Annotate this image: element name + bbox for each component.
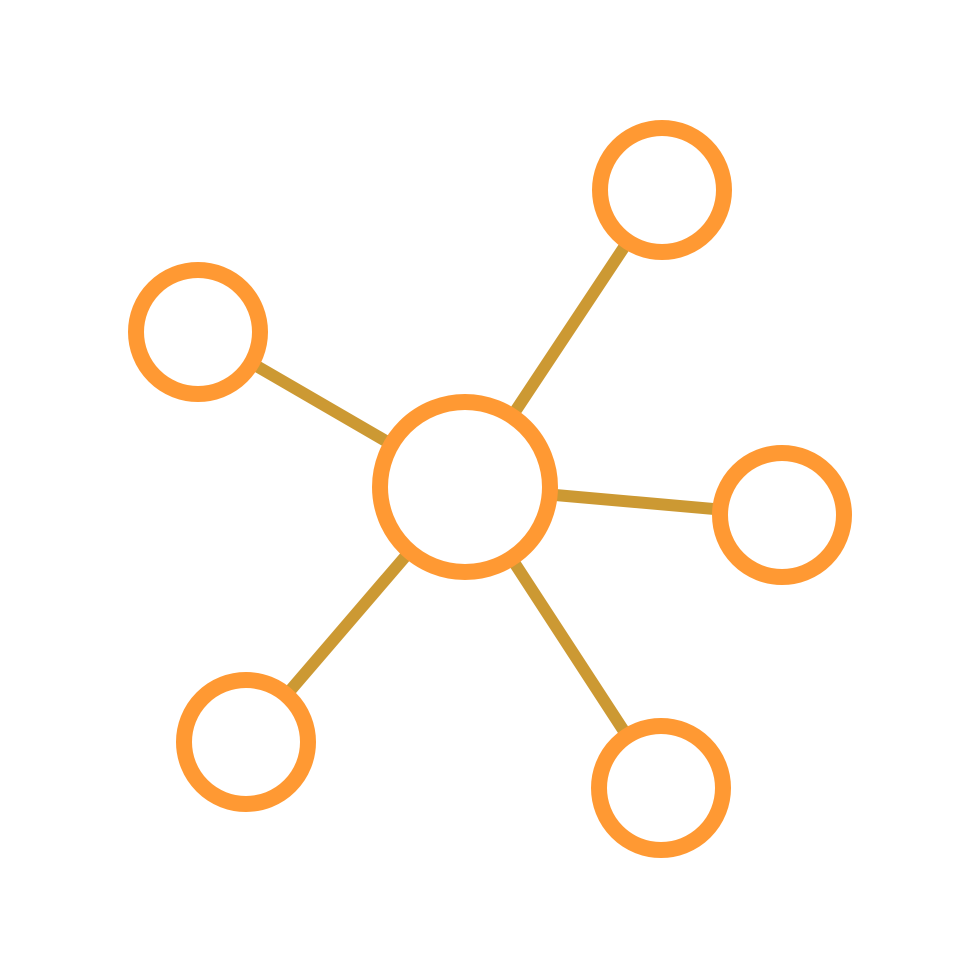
- edges-group: [248, 238, 721, 740]
- bottom-left-node: [176, 672, 316, 812]
- bottom-right-node: [591, 718, 731, 858]
- top-right-node: [592, 120, 732, 260]
- center-node: [372, 394, 558, 580]
- left-node: [128, 262, 268, 402]
- nodes-group: [128, 120, 852, 858]
- edge-center-node-to-bottom-left-node: [281, 547, 415, 699]
- edge-center-node-to-left-node: [248, 357, 395, 450]
- edge-center-node-to-top-right-node: [506, 238, 633, 420]
- right-node: [712, 445, 852, 585]
- edge-center-node-to-right-node: [549, 488, 721, 516]
- edge-center-node-to-bottom-right-node: [506, 554, 633, 740]
